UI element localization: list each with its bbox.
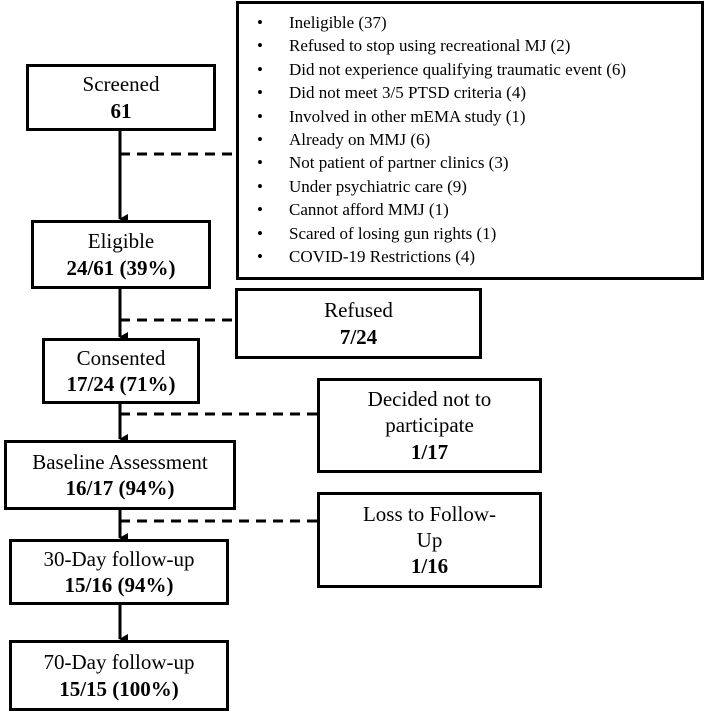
exclusion-item: Scared of losing gun rights (1) [239, 222, 701, 246]
decided-not-count: 1/17 [410, 439, 449, 464]
exclusion-item: Cannot afford MMJ (1) [239, 198, 701, 222]
followup70-count: 15/15 (100%) [59, 676, 179, 701]
exclusion-reasons-list: Ineligible (37) Refused to stop using re… [239, 11, 701, 269]
loss-count: 1/16 [410, 554, 449, 579]
eligible-label: Eligible [87, 229, 155, 254]
eligible-box: Eligible 24/61 (39%) [31, 220, 211, 289]
exclusion-item: Refused to stop using recreational MJ (2… [239, 34, 701, 58]
screened-box: Screened 61 [26, 64, 216, 131]
baseline-box: Baseline Assessment 16/17 (94%) [4, 440, 236, 510]
decided-not-label-line2: participate [385, 413, 474, 438]
baseline-count: 16/17 (94%) [65, 476, 175, 500]
screened-count: 61 [110, 98, 132, 123]
followup30-label: 30-Day follow-up [43, 546, 195, 571]
refused-count: 7/24 [339, 324, 378, 349]
exclusion-item: Involved in other mEMA study (1) [239, 105, 701, 129]
loss-label-line1: Loss to Follow- [362, 501, 496, 526]
refused-box: Refused 7/24 [235, 288, 482, 359]
consented-box: Consented 17/24 (71%) [42, 338, 200, 404]
decided-not-label-line1: Decided not to [367, 387, 492, 412]
loss-box: Loss to Follow- Up 1/16 [317, 492, 542, 588]
followup70-label: 70-Day follow-up [43, 650, 195, 675]
exclusion-item: Ineligible (37) [239, 11, 701, 35]
exclusion-reasons-box: Ineligible (37) Refused to stop using re… [236, 1, 704, 280]
exclusion-item: Already on MMJ (6) [239, 128, 701, 152]
followup70-box: 70-Day follow-up 15/15 (100%) [9, 640, 229, 711]
exclusion-item: Not patient of partner clinics (3) [239, 151, 701, 175]
screened-label: Screened [82, 72, 160, 97]
exclusion-item: Did not meet 3/5 PTSD criteria (4) [239, 81, 701, 105]
baseline-label: Baseline Assessment [32, 449, 208, 474]
exclusion-item: Under psychiatric care (9) [239, 175, 701, 199]
loss-label-line2: Up [416, 527, 443, 552]
decided-not-box: Decided not to participate 1/17 [317, 378, 542, 473]
followup30-count: 15/16 (94%) [64, 573, 174, 597]
consented-label: Consented [76, 345, 166, 370]
exclusion-item: COVID-19 Restrictions (4) [239, 245, 701, 269]
refused-label: Refused [324, 298, 393, 323]
exclusion-item: Did not experience qualifying traumatic … [239, 58, 701, 82]
eligible-count: 24/61 (39%) [66, 255, 176, 280]
consented-count: 17/24 (71%) [66, 372, 176, 396]
followup30-box: 30-Day follow-up 15/16 (94%) [9, 539, 229, 605]
